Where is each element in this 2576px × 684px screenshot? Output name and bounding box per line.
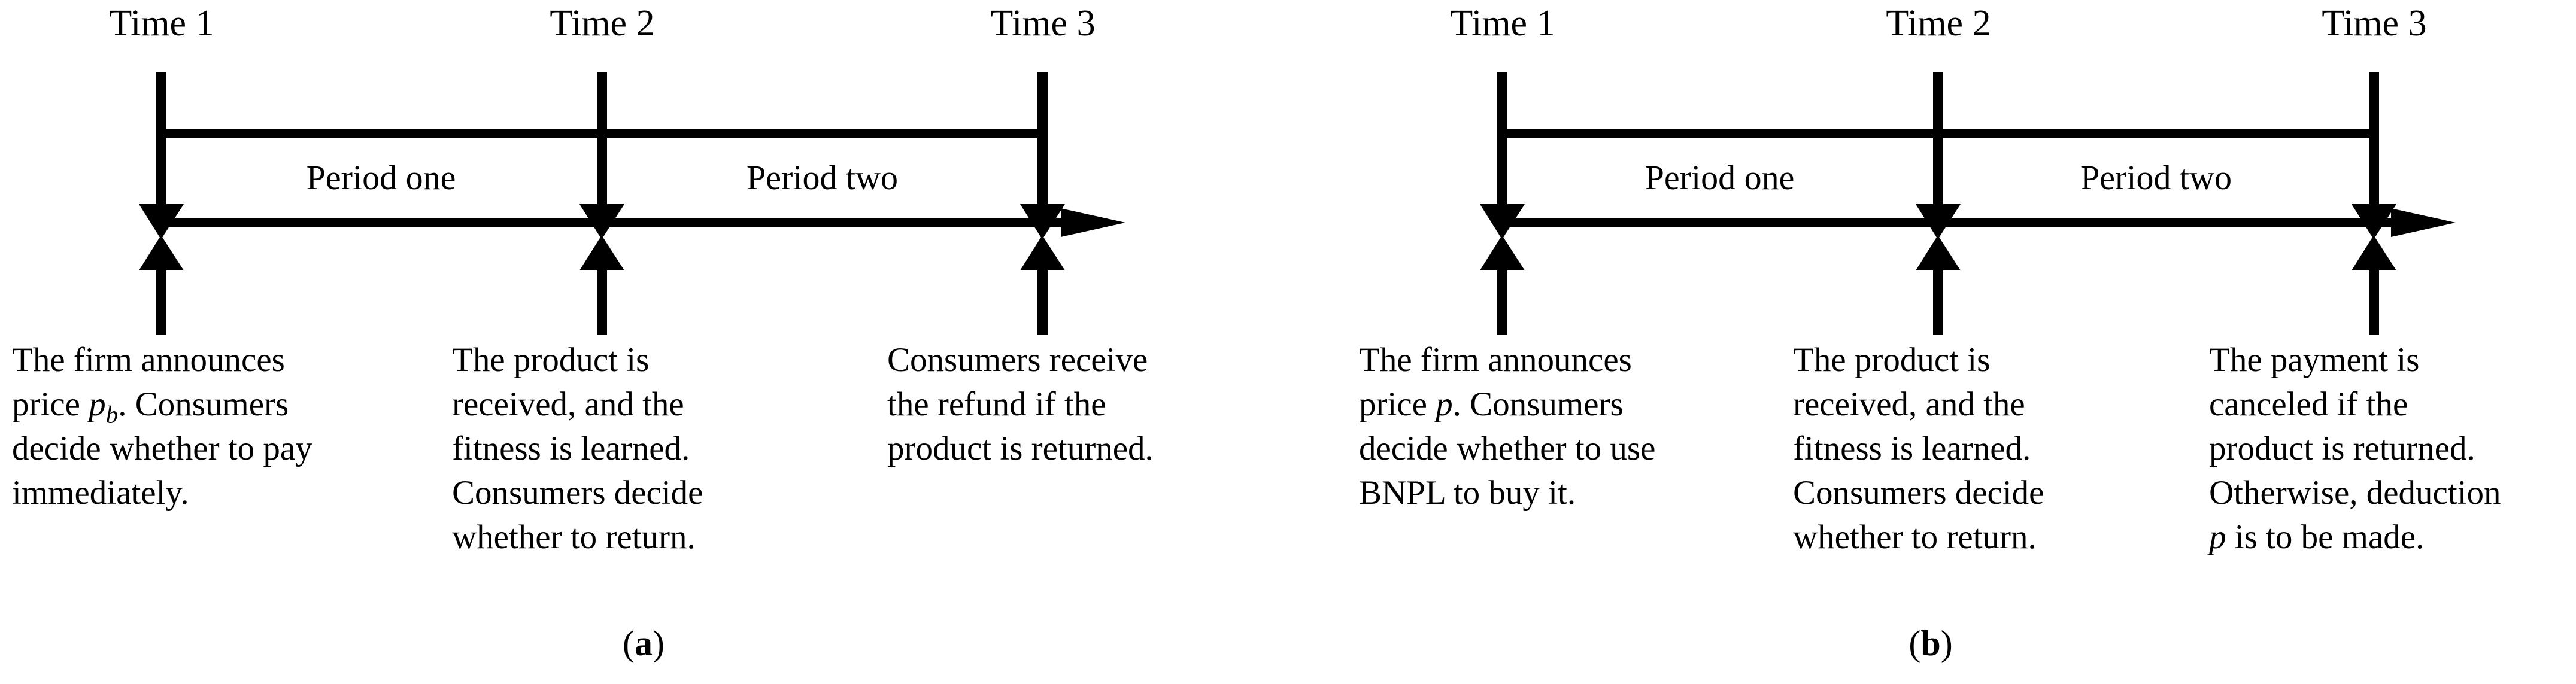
time-label-2: Time 2 <box>1886 3 1991 44</box>
time-3-up-arrowhead <box>1020 235 1065 270</box>
event-text-3: The payment is canceled if the product i… <box>2209 338 2576 560</box>
panel-a-caption-close: ) <box>653 624 665 663</box>
panel-a-caption-open: ( <box>623 624 635 663</box>
event-text-3-line-2: the refund if the <box>887 385 1106 424</box>
event-text-1-line-2: price pb. Consumers <box>12 382 431 427</box>
event-text-1-line-2-pre: price <box>12 385 89 424</box>
event-text-3-line-3: product is returned. <box>2209 430 2475 468</box>
event-text-2-line-5: whether to return. <box>452 518 696 557</box>
event-text-1-line-1: The firm announces <box>1359 341 1632 379</box>
time-1-upper-stem <box>1497 72 1507 209</box>
event-text-3-line-4: Otherwise, deduction <box>2209 474 2501 512</box>
panel-a: Time 1 Time 2 Time 3 Period one Period t… <box>0 0 1287 684</box>
axis-right-arrowhead <box>1061 208 1125 237</box>
time-2-up-arrowhead <box>579 235 624 270</box>
time-3-up-arrowhead <box>2352 235 2396 270</box>
event-text-1-line-3: decide whether to use <box>1359 430 1656 468</box>
event-text-1: The firm announces price pb. Consumers d… <box>12 338 431 515</box>
event-text-3-line-2: canceled if the <box>2209 385 2408 424</box>
lower-horizontal-axis <box>160 218 1068 227</box>
event-text-1-line-2: price p. Consumers <box>1359 382 1778 427</box>
event-text-2-line-2: received, and the <box>452 385 684 424</box>
event-text-1-line-3: decide whether to pay <box>12 430 312 468</box>
price-symbol-p: p <box>1436 385 1453 424</box>
panel-b-caption-open: ( <box>1909 624 1921 663</box>
event-text-3: Consumers receive the refund if the prod… <box>887 338 1306 471</box>
time-label-2: Time 2 <box>550 3 655 44</box>
time-3-down-arrowhead <box>2352 204 2396 239</box>
price-symbol-pb: pb <box>89 385 118 427</box>
time-1-lower-stem <box>156 263 166 335</box>
panel-b-caption-close: ) <box>1940 624 1953 663</box>
price-symbol-base: p <box>89 385 106 424</box>
time-2-lower-stem <box>1933 263 1943 335</box>
time-2-up-arrowhead <box>1916 235 1961 270</box>
time-label-1: Time 1 <box>1450 3 1555 44</box>
time-3-down-arrowhead <box>1020 204 1065 239</box>
event-text-3-line-5-post: is to be made. <box>2226 518 2425 557</box>
event-text-1-line-1: The firm announces <box>12 341 285 379</box>
time-3-upper-stem <box>2369 72 2379 209</box>
time-2-upper-stem <box>597 72 607 209</box>
event-text-1-line-4: immediately. <box>12 474 189 512</box>
event-text-3-line-5: p is to be made. <box>2209 515 2576 560</box>
panel-a-caption-letter: a <box>635 624 653 663</box>
time-2-lower-stem <box>597 263 607 335</box>
event-text-2: The product is received, and the fitness… <box>452 338 871 560</box>
panel-a-timeline-graphic <box>139 72 1125 335</box>
event-text-1-line-2-post: . Consumers <box>118 385 289 424</box>
event-text-1: The firm announces price p. Consumers de… <box>1359 338 1778 515</box>
time-label-3: Time 3 <box>2322 3 2427 44</box>
event-text-2-line-3: fitness is learned. <box>1793 430 2031 468</box>
event-text-2-line-1: The product is <box>1793 341 1991 379</box>
event-text-2-line-4: Consumers decide <box>1793 474 2044 512</box>
time-3-lower-stem <box>1037 263 1048 335</box>
event-text-2-line-4: Consumers decide <box>452 474 703 512</box>
time-1-down-arrowhead <box>139 204 184 239</box>
panel-b-caption-letter: b <box>1920 624 1941 663</box>
time-3-lower-stem <box>2369 263 2379 335</box>
time-1-down-arrowhead <box>1480 204 1525 239</box>
event-text-2-line-1: The product is <box>452 341 650 379</box>
event-text-1-line-2-post: . Consumers <box>1452 385 1624 424</box>
panel-b-timeline-graphic <box>1480 72 2456 335</box>
event-text-3-line-3: product is returned. <box>887 430 1154 468</box>
event-text-2-line-3: fitness is learned. <box>452 430 690 468</box>
lower-horizontal-axis <box>1501 218 2398 227</box>
axis-right-arrowhead <box>2391 208 2456 237</box>
event-text-2-line-5: whether to return. <box>1793 518 2037 557</box>
panel-a-caption: (a) <box>0 625 1287 661</box>
time-label-3: Time 3 <box>990 3 1096 44</box>
time-1-lower-stem <box>1497 263 1507 335</box>
time-2-upper-stem <box>1933 72 1943 209</box>
panel-b-caption: (b) <box>1287 625 2574 661</box>
period-label-one: Period one <box>306 158 456 197</box>
event-text-3-line-1: Consumers receive <box>887 341 1148 379</box>
price-symbol-subscript: b <box>105 400 119 428</box>
event-text-2: The product is received, and the fitness… <box>1793 338 2212 560</box>
time-3-upper-stem <box>1037 72 1048 209</box>
time-1-upper-stem <box>156 72 166 209</box>
period-label-two: Period two <box>747 158 898 197</box>
event-text-3-line-1: The payment is <box>2209 341 2420 379</box>
time-2-down-arrowhead <box>1916 204 1961 239</box>
time-1-up-arrowhead <box>139 235 184 270</box>
panel-b: Time 1 Time 2 Time 3 Period one Period t… <box>1287 0 2574 684</box>
period-label-one: Period one <box>1644 158 1795 197</box>
event-text-1-line-4: BNPL to buy it. <box>1359 474 1576 512</box>
deduction-symbol-p: p <box>2209 518 2226 557</box>
event-text-1-line-2-pre: price <box>1359 385 1436 424</box>
time-1-up-arrowhead <box>1480 235 1525 270</box>
event-text-2-line-2: received, and the <box>1793 385 2025 424</box>
period-label-two: Period two <box>2080 158 2232 197</box>
time-2-down-arrowhead <box>579 204 624 239</box>
time-label-1: Time 1 <box>109 3 214 44</box>
